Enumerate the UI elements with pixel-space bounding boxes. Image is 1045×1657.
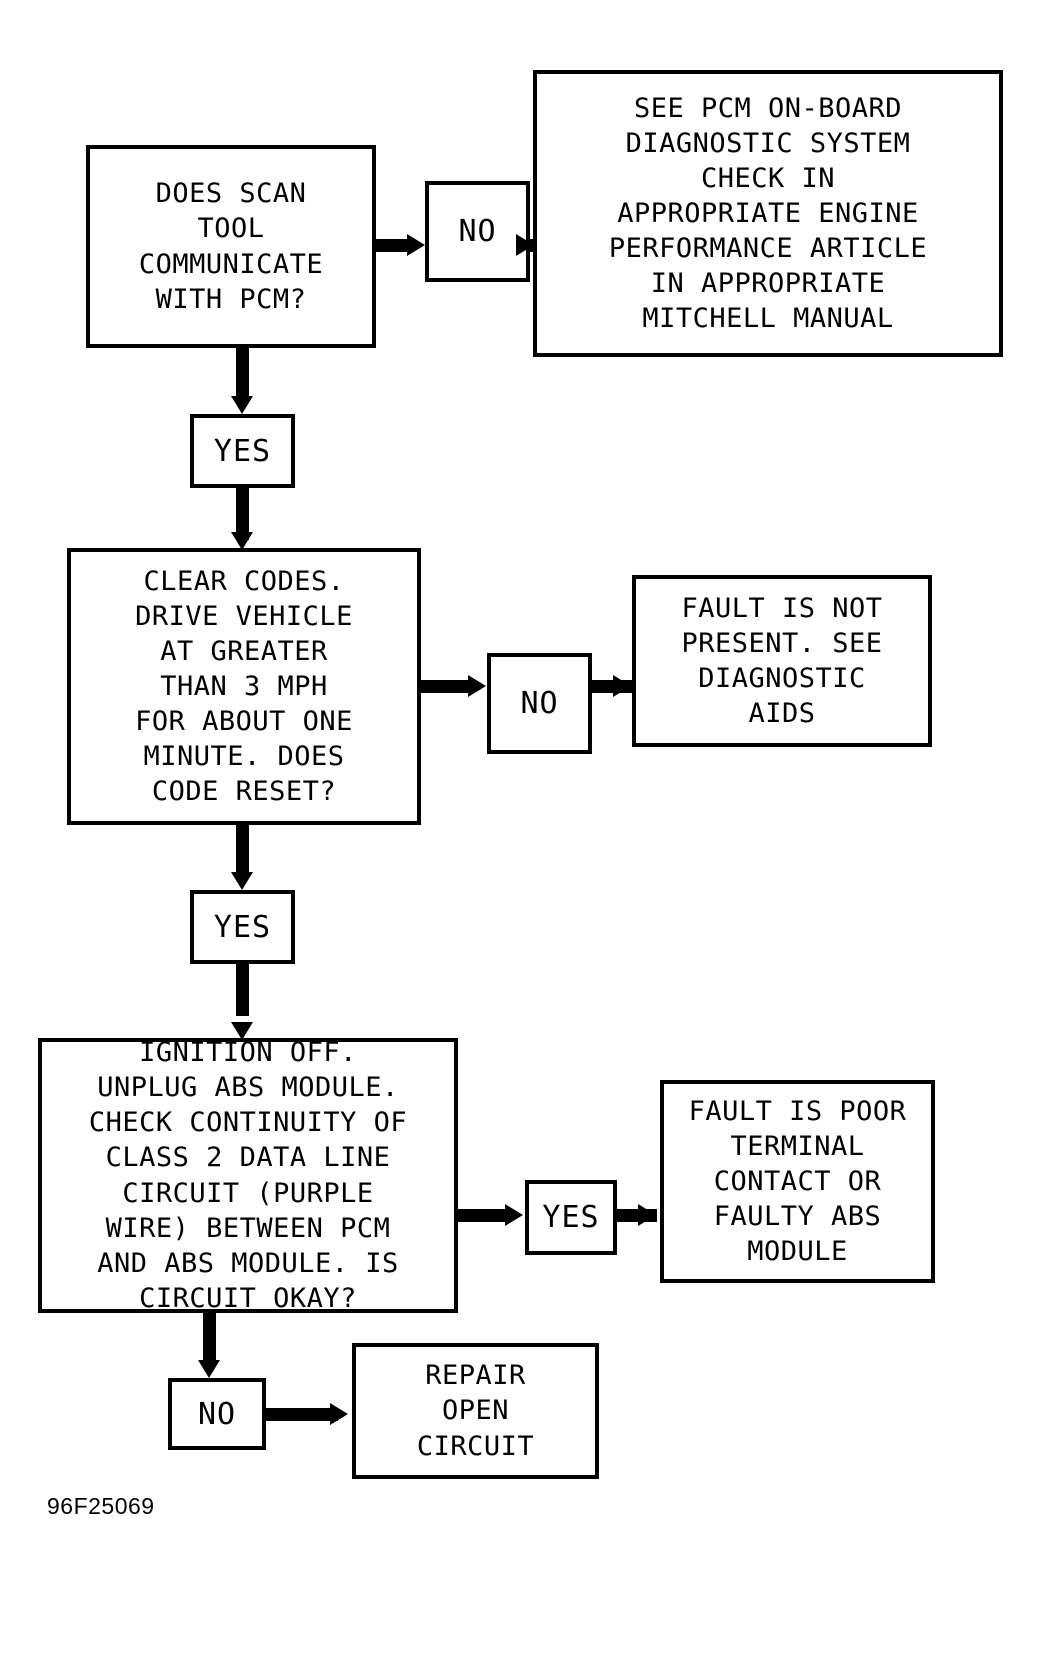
node-see-pcm-on-board-diagnostic-system-check: SEE PCM ON-BOARD DIAGNOSTIC SYSTEM CHECK… bbox=[533, 70, 1003, 357]
arrowhead-no-to-repair-open-circuit bbox=[330, 1403, 348, 1425]
node-text: NO bbox=[458, 214, 497, 249]
arrowhead-no-to-fault-not-present bbox=[613, 675, 631, 697]
connector-q1-to-yes bbox=[236, 348, 249, 400]
node-text: YES bbox=[213, 909, 272, 945]
node-fault-is-not-present-see-diagnostic-aids: FAULT IS NOT PRESENT. SEE DIAGNOSTIC AID… bbox=[632, 575, 932, 747]
node-text: NO bbox=[197, 1396, 237, 1432]
connector-q2-to-yes bbox=[236, 825, 249, 877]
arrowhead-q1-to-yes bbox=[231, 396, 253, 414]
arrowhead-q2-to-no bbox=[468, 675, 486, 697]
arrowhead-yes-to-q3 bbox=[231, 1022, 253, 1040]
arrowhead-q3-to-no bbox=[198, 1360, 220, 1378]
figure-id-label: 96F25069 bbox=[47, 1493, 155, 1519]
node-no-q2: NO bbox=[487, 653, 592, 754]
arrowhead-q2-to-yes bbox=[231, 872, 253, 890]
connector-no-to-repair-open-circuit bbox=[266, 1408, 338, 1421]
node-text: FAULT IS POOR TERMINAL CONTACT OR FAULTY… bbox=[688, 1095, 907, 1268]
arrowhead-q3-to-yes bbox=[505, 1204, 523, 1226]
node-text: DOES SCAN TOOL COMMUNICATE WITH PCM? bbox=[138, 178, 324, 315]
node-fault-is-poor-terminal-contact: FAULT IS POOR TERMINAL CONTACT OR FAULTY… bbox=[660, 1080, 935, 1283]
connector-yes-to-q2 bbox=[236, 488, 249, 540]
connector-q1-to-no bbox=[376, 239, 409, 252]
arrowhead-yes-to-fault-poor-terminal bbox=[638, 1204, 656, 1226]
arrowhead-yes-to-q2 bbox=[231, 532, 253, 550]
node-no-q3: NO bbox=[168, 1378, 266, 1450]
node-yes-q1: YES bbox=[190, 414, 295, 488]
arrowhead-no-to-pcm-check bbox=[516, 234, 534, 256]
node-does-scan-tool-communicate: DOES SCAN TOOL COMMUNICATE WITH PCM? bbox=[86, 145, 376, 348]
node-text: REPAIR OPEN CIRCUIT bbox=[416, 1360, 535, 1462]
node-yes-q2: YES bbox=[190, 890, 295, 964]
connector-q2-to-no bbox=[421, 680, 469, 693]
node-text: NO bbox=[520, 686, 559, 721]
node-text: IGNITION OFF. UNPLUG ABS MODULE. CHECK C… bbox=[88, 1037, 408, 1314]
connector-q3-to-no bbox=[203, 1313, 216, 1365]
connector-yes-to-q3 bbox=[236, 964, 249, 1016]
node-text: CLEAR CODES. DRIVE VEHICLE AT GREATER TH… bbox=[135, 565, 353, 808]
node-repair-open-circuit: REPAIR OPEN CIRCUIT bbox=[352, 1343, 599, 1479]
node-clear-codes-drive-vehicle: CLEAR CODES. DRIVE VEHICLE AT GREATER TH… bbox=[67, 548, 421, 825]
node-yes-q3: YES bbox=[525, 1180, 617, 1255]
connector-q3-to-yes bbox=[458, 1209, 506, 1222]
node-text: FAULT IS NOT PRESENT. SEE DIAGNOSTIC AID… bbox=[681, 592, 883, 730]
node-no-q1: NO bbox=[425, 181, 530, 282]
node-text: YES bbox=[213, 433, 272, 469]
node-text: YES bbox=[542, 1200, 600, 1235]
arrowhead-q1-to-no bbox=[407, 234, 425, 256]
node-text: SEE PCM ON-BOARD DIAGNOSTIC SYSTEM CHECK… bbox=[608, 92, 928, 335]
node-ignition-off-check-continuity: IGNITION OFF. UNPLUG ABS MODULE. CHECK C… bbox=[38, 1037, 458, 1314]
